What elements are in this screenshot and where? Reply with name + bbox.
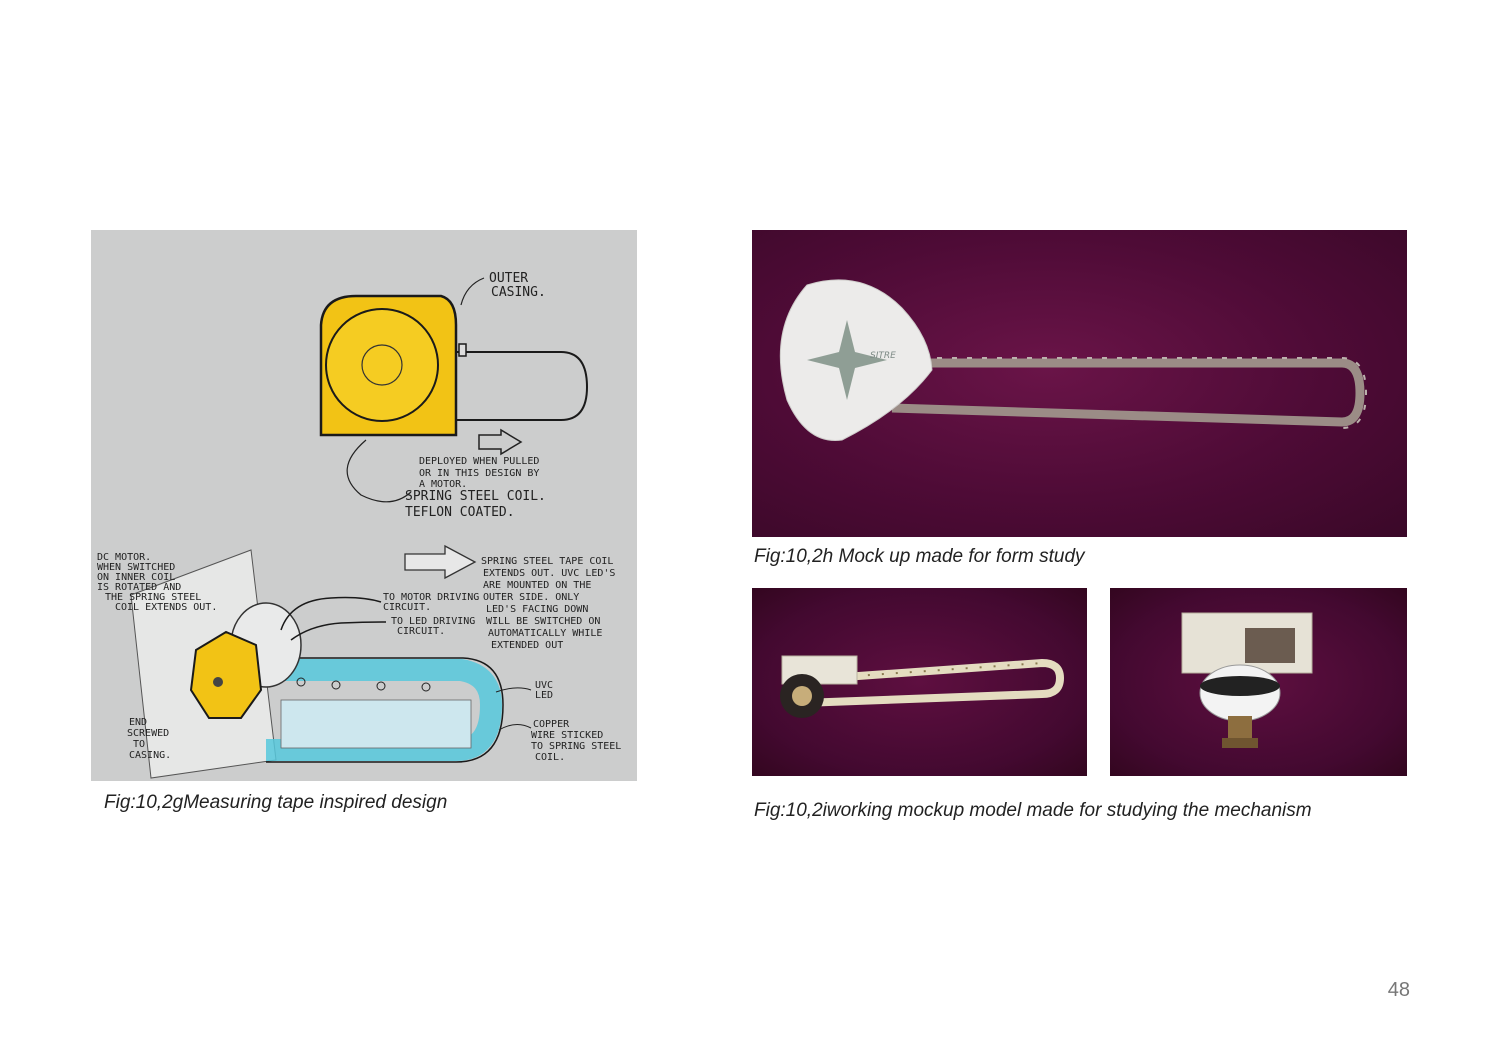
tape-extension-top bbox=[446, 351, 589, 421]
annotation-tape-coil-1: SPRING STEEL TAPE COIL bbox=[481, 556, 613, 567]
copper-leader bbox=[498, 724, 532, 731]
reel-casing-iso bbox=[189, 630, 263, 719]
annotation-dc-motor-5: THE SPRING STEEL bbox=[105, 592, 201, 603]
housing-slot bbox=[1245, 628, 1295, 663]
annotation-tape-coil-2: EXTENDS OUT. UVC LED'S bbox=[483, 568, 615, 579]
annotation-end-screwed-2: SCREWED bbox=[127, 728, 169, 739]
form-mockup-illustration: SITRE bbox=[779, 279, 1368, 441]
annotation-uvc-led-1: UVC bbox=[535, 680, 553, 691]
annotation-tape-coil-5: LED'S FACING DOWN bbox=[486, 604, 588, 615]
annotation-copper-3: TO SPRING STEEL bbox=[531, 741, 621, 752]
annotation-copper-2: WIRE STICKED bbox=[531, 730, 603, 741]
uvc-led-leader bbox=[495, 687, 532, 693]
sketch-caption: Fig:10,2gMeasuring tape inspired design bbox=[104, 792, 448, 813]
annotation-dc-motor-6: COIL EXTENDS OUT. bbox=[115, 602, 217, 613]
annotation-uvc-led-2: LED bbox=[535, 690, 553, 701]
led-dot-4 bbox=[421, 682, 431, 692]
annotation-outer-casing-1: OUTER bbox=[489, 271, 528, 286]
page-number: 48 bbox=[1387, 979, 1410, 1001]
annotation-end-screwed-4: CASING. bbox=[129, 750, 171, 761]
working-mockup-caption: Fig:10,2iworking mockup model made for s… bbox=[754, 800, 1312, 821]
form-study-photo: SITRE bbox=[752, 230, 1407, 537]
star-emblem-icon bbox=[807, 320, 887, 400]
annotation-deployed-1: DEPLOYED WHEN PULLED bbox=[419, 456, 539, 467]
spring-coil-leader bbox=[346, 439, 412, 503]
annotation-tape-coil-7: AUTOMATICALLY WHILE bbox=[488, 628, 602, 639]
foam-logo-text: SITRE bbox=[870, 351, 896, 361]
working-mockup-photo-right bbox=[1110, 588, 1407, 776]
annotation-dc-motor-4: IS ROTATED AND bbox=[97, 582, 181, 593]
annotation-tape-coil-6: WILL BE SWITCHED ON bbox=[486, 616, 600, 627]
annotation-end-screwed-3: TO bbox=[133, 739, 145, 750]
bolt-nut bbox=[1222, 738, 1258, 748]
outer-casing-leader bbox=[460, 277, 485, 306]
sketch-figure: OUTER CASING. DEPLOYED WHEN PULLED OR IN… bbox=[91, 230, 637, 781]
measuring-tape-sketch: OUTER CASING. DEPLOYED WHEN PULLED OR IN… bbox=[97, 271, 621, 779]
annotation-tape-coil-4: OUTER SIDE. ONLY bbox=[483, 592, 579, 603]
wire-motor bbox=[280, 596, 382, 631]
annotation-led-circuit-2: CIRCUIT. bbox=[397, 626, 445, 637]
spool-band bbox=[1200, 676, 1280, 696]
annotation-tape-coil-3: ARE MOUNTED ON THE bbox=[483, 580, 591, 591]
annotation-motor-circuit-2: CIRCUIT. bbox=[383, 602, 431, 613]
steel-strip-loop bbox=[891, 358, 1365, 427]
reel-screw bbox=[213, 677, 223, 687]
annotation-dc-motor-3: ON INNER COIL bbox=[97, 572, 175, 583]
form-study-caption: Fig:10,2h Mock up made for form study bbox=[754, 546, 1085, 567]
annotation-dc-motor-1: DC MOTOR. bbox=[97, 552, 151, 563]
working-mockup-photo-left bbox=[752, 588, 1087, 776]
tape-loop-outline bbox=[266, 657, 504, 763]
annotation-end-screwed-1: END bbox=[129, 717, 147, 728]
led-dot-2 bbox=[331, 680, 341, 690]
annotation-led-circuit-1: TO LED DRIVING bbox=[391, 616, 475, 627]
annotation-motor-circuit-1: TO MOTOR DRIVING bbox=[383, 592, 479, 603]
reel-hub-top bbox=[361, 344, 403, 386]
annotation-deployed-2: OR IN THIS DESIGN BY bbox=[419, 468, 539, 479]
annotation-copper-1: COPPER bbox=[533, 719, 570, 730]
annotation-outer-casing-2: CASING. bbox=[491, 285, 546, 300]
casing-tab bbox=[458, 343, 467, 357]
steel-strip-edge bbox=[922, 357, 1368, 429]
led-dot-3 bbox=[376, 681, 386, 691]
annotation-teflon-coated: TEFLON COATED. bbox=[405, 505, 515, 520]
motor-assembly-illustration bbox=[1181, 612, 1313, 748]
annotation-deployed-3: A MOTOR. bbox=[419, 479, 467, 490]
led-dot-1 bbox=[296, 677, 306, 687]
annotation-tape-coil-8: EXTENDED OUT bbox=[491, 640, 563, 651]
spool-inner bbox=[792, 686, 812, 706]
tape-inner-floor bbox=[280, 699, 472, 749]
tape-mechanism-illustration bbox=[780, 655, 1065, 718]
tape-coil-arrow-icon bbox=[404, 544, 477, 580]
wire-led bbox=[290, 621, 387, 641]
measuring-tape-loop bbox=[801, 658, 1065, 707]
annotation-copper-4: COIL. bbox=[535, 752, 565, 763]
annotation-dc-motor-2: WHEN SWITCHED bbox=[97, 562, 175, 573]
deployed-arrow-icon bbox=[478, 428, 523, 456]
annotation-spring-steel-coil: SPRING STEEL COIL. bbox=[405, 489, 546, 504]
reel-disc-top bbox=[325, 308, 439, 422]
